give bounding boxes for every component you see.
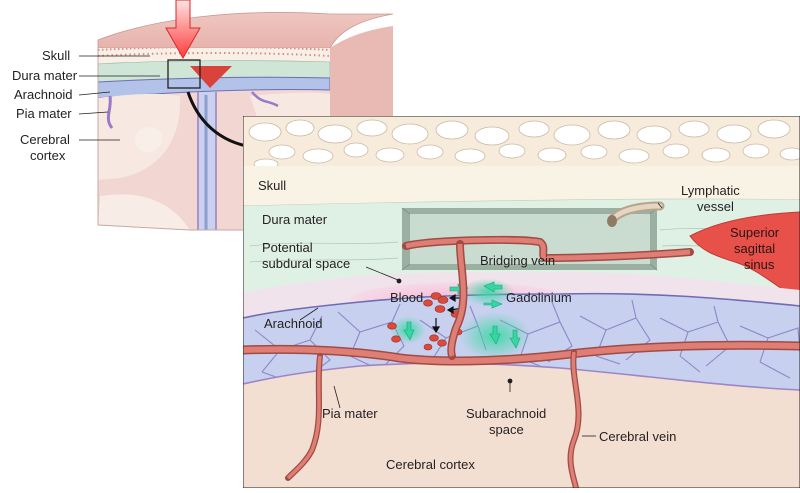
- overview-arachnoid-label: Arachnoid: [14, 87, 73, 102]
- overview-dura-label: Dura mater: [12, 68, 78, 83]
- bridging-vein: [402, 235, 694, 360]
- lymphatic-label-2: vessel: [697, 199, 734, 214]
- zoom-square: [167, 59, 201, 89]
- sinus-label-2: sagittal: [734, 241, 776, 256]
- overview-skull-label: Skull: [42, 48, 71, 63]
- bridging-vein-label: Bridging vein: [480, 253, 556, 268]
- overview-block: [78, 0, 394, 231]
- detail-panel: [243, 116, 800, 488]
- red-arrow-icon: [165, 0, 201, 60]
- blood-label: Blood: [390, 290, 424, 305]
- overview-pia-label: Pia mater: [16, 106, 72, 121]
- sinus-label-1: Superior: [730, 225, 780, 240]
- cerebral-vein-label: Cerebral vein: [599, 429, 677, 444]
- lymphatic-label-1: Lymphatic: [681, 183, 740, 198]
- overview-cortex-label-1: Cerebral: [20, 132, 70, 147]
- detail-pia-label: Pia mater: [322, 406, 378, 421]
- skull-texture: [248, 119, 800, 170]
- overview-cortex-label-2: cortex: [30, 148, 66, 163]
- zoom-callout-arrow: [186, 91, 253, 149]
- gadolinium-label: Gadolinium: [506, 290, 572, 305]
- subarachnoid-label-2: space: [489, 422, 524, 437]
- potential-space-label-1: Potential: [262, 240, 313, 255]
- subarachnoid-label-1: Subarachnoid: [466, 406, 547, 421]
- detail-arachnoid-label: Arachnoid: [264, 316, 323, 331]
- cerebral-veins: [285, 349, 582, 488]
- detail-skull-label: Skull: [258, 178, 287, 193]
- detail-dura-label: Dura mater: [262, 212, 328, 227]
- potential-space-label-2: subdural space: [262, 256, 351, 271]
- cerebral-cortex-label: Cerebral cortex: [386, 457, 475, 472]
- sinus-label-3: sinus: [744, 257, 775, 272]
